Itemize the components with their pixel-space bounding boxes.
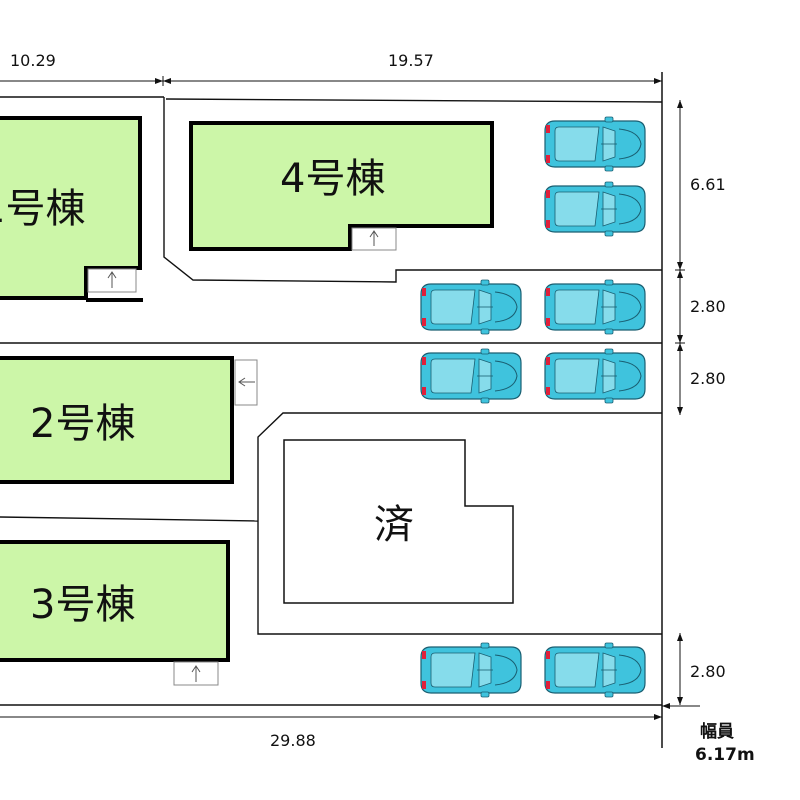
right-dimension-line xyxy=(675,100,685,705)
car-icon xyxy=(544,279,646,335)
dimension-right-2: 2.80 xyxy=(690,297,726,316)
entrance-arrow-icon xyxy=(351,227,397,251)
existing-building: 済 xyxy=(283,439,514,604)
building-2: 2号棟 xyxy=(0,356,234,484)
entrance-arrow-icon xyxy=(87,268,137,293)
dimension-bottom: 29.88 xyxy=(270,731,316,750)
building-4-label: 4号棟 xyxy=(280,156,385,202)
building-1: 1号棟 xyxy=(0,116,143,302)
road-width-label: 幅員 xyxy=(700,721,734,742)
car-icon xyxy=(420,279,522,335)
lot-boundaries xyxy=(0,96,663,706)
car-icon xyxy=(420,348,522,404)
car-icon xyxy=(420,642,522,698)
dimension-right-3: 2.80 xyxy=(690,369,726,388)
building-3: 3号棟 xyxy=(0,540,230,662)
car-icon xyxy=(544,181,646,237)
car-icon xyxy=(544,348,646,404)
building-3-label: 3号棟 xyxy=(30,582,135,628)
car-icon xyxy=(544,116,646,172)
car-icon xyxy=(544,642,646,698)
building-2-label: 2号棟 xyxy=(30,401,135,447)
dimension-top-left: 10.29 xyxy=(10,51,56,70)
top-dimension-line xyxy=(0,76,662,86)
dimension-top-right: 19.57 xyxy=(388,51,434,70)
dimension-right-1: 6.61 xyxy=(690,175,726,194)
entrance-arrow-icon xyxy=(173,661,219,686)
dimension-right-4: 2.80 xyxy=(690,662,726,681)
existing-building-label: 済 xyxy=(374,502,414,548)
building-4: 4号棟 xyxy=(189,121,494,251)
road-width-value: 6.17m xyxy=(695,745,755,765)
building-1-label: 1号棟 xyxy=(0,186,85,232)
bottom-dimension-line xyxy=(0,703,700,720)
entrance-arrow-icon xyxy=(234,359,258,406)
